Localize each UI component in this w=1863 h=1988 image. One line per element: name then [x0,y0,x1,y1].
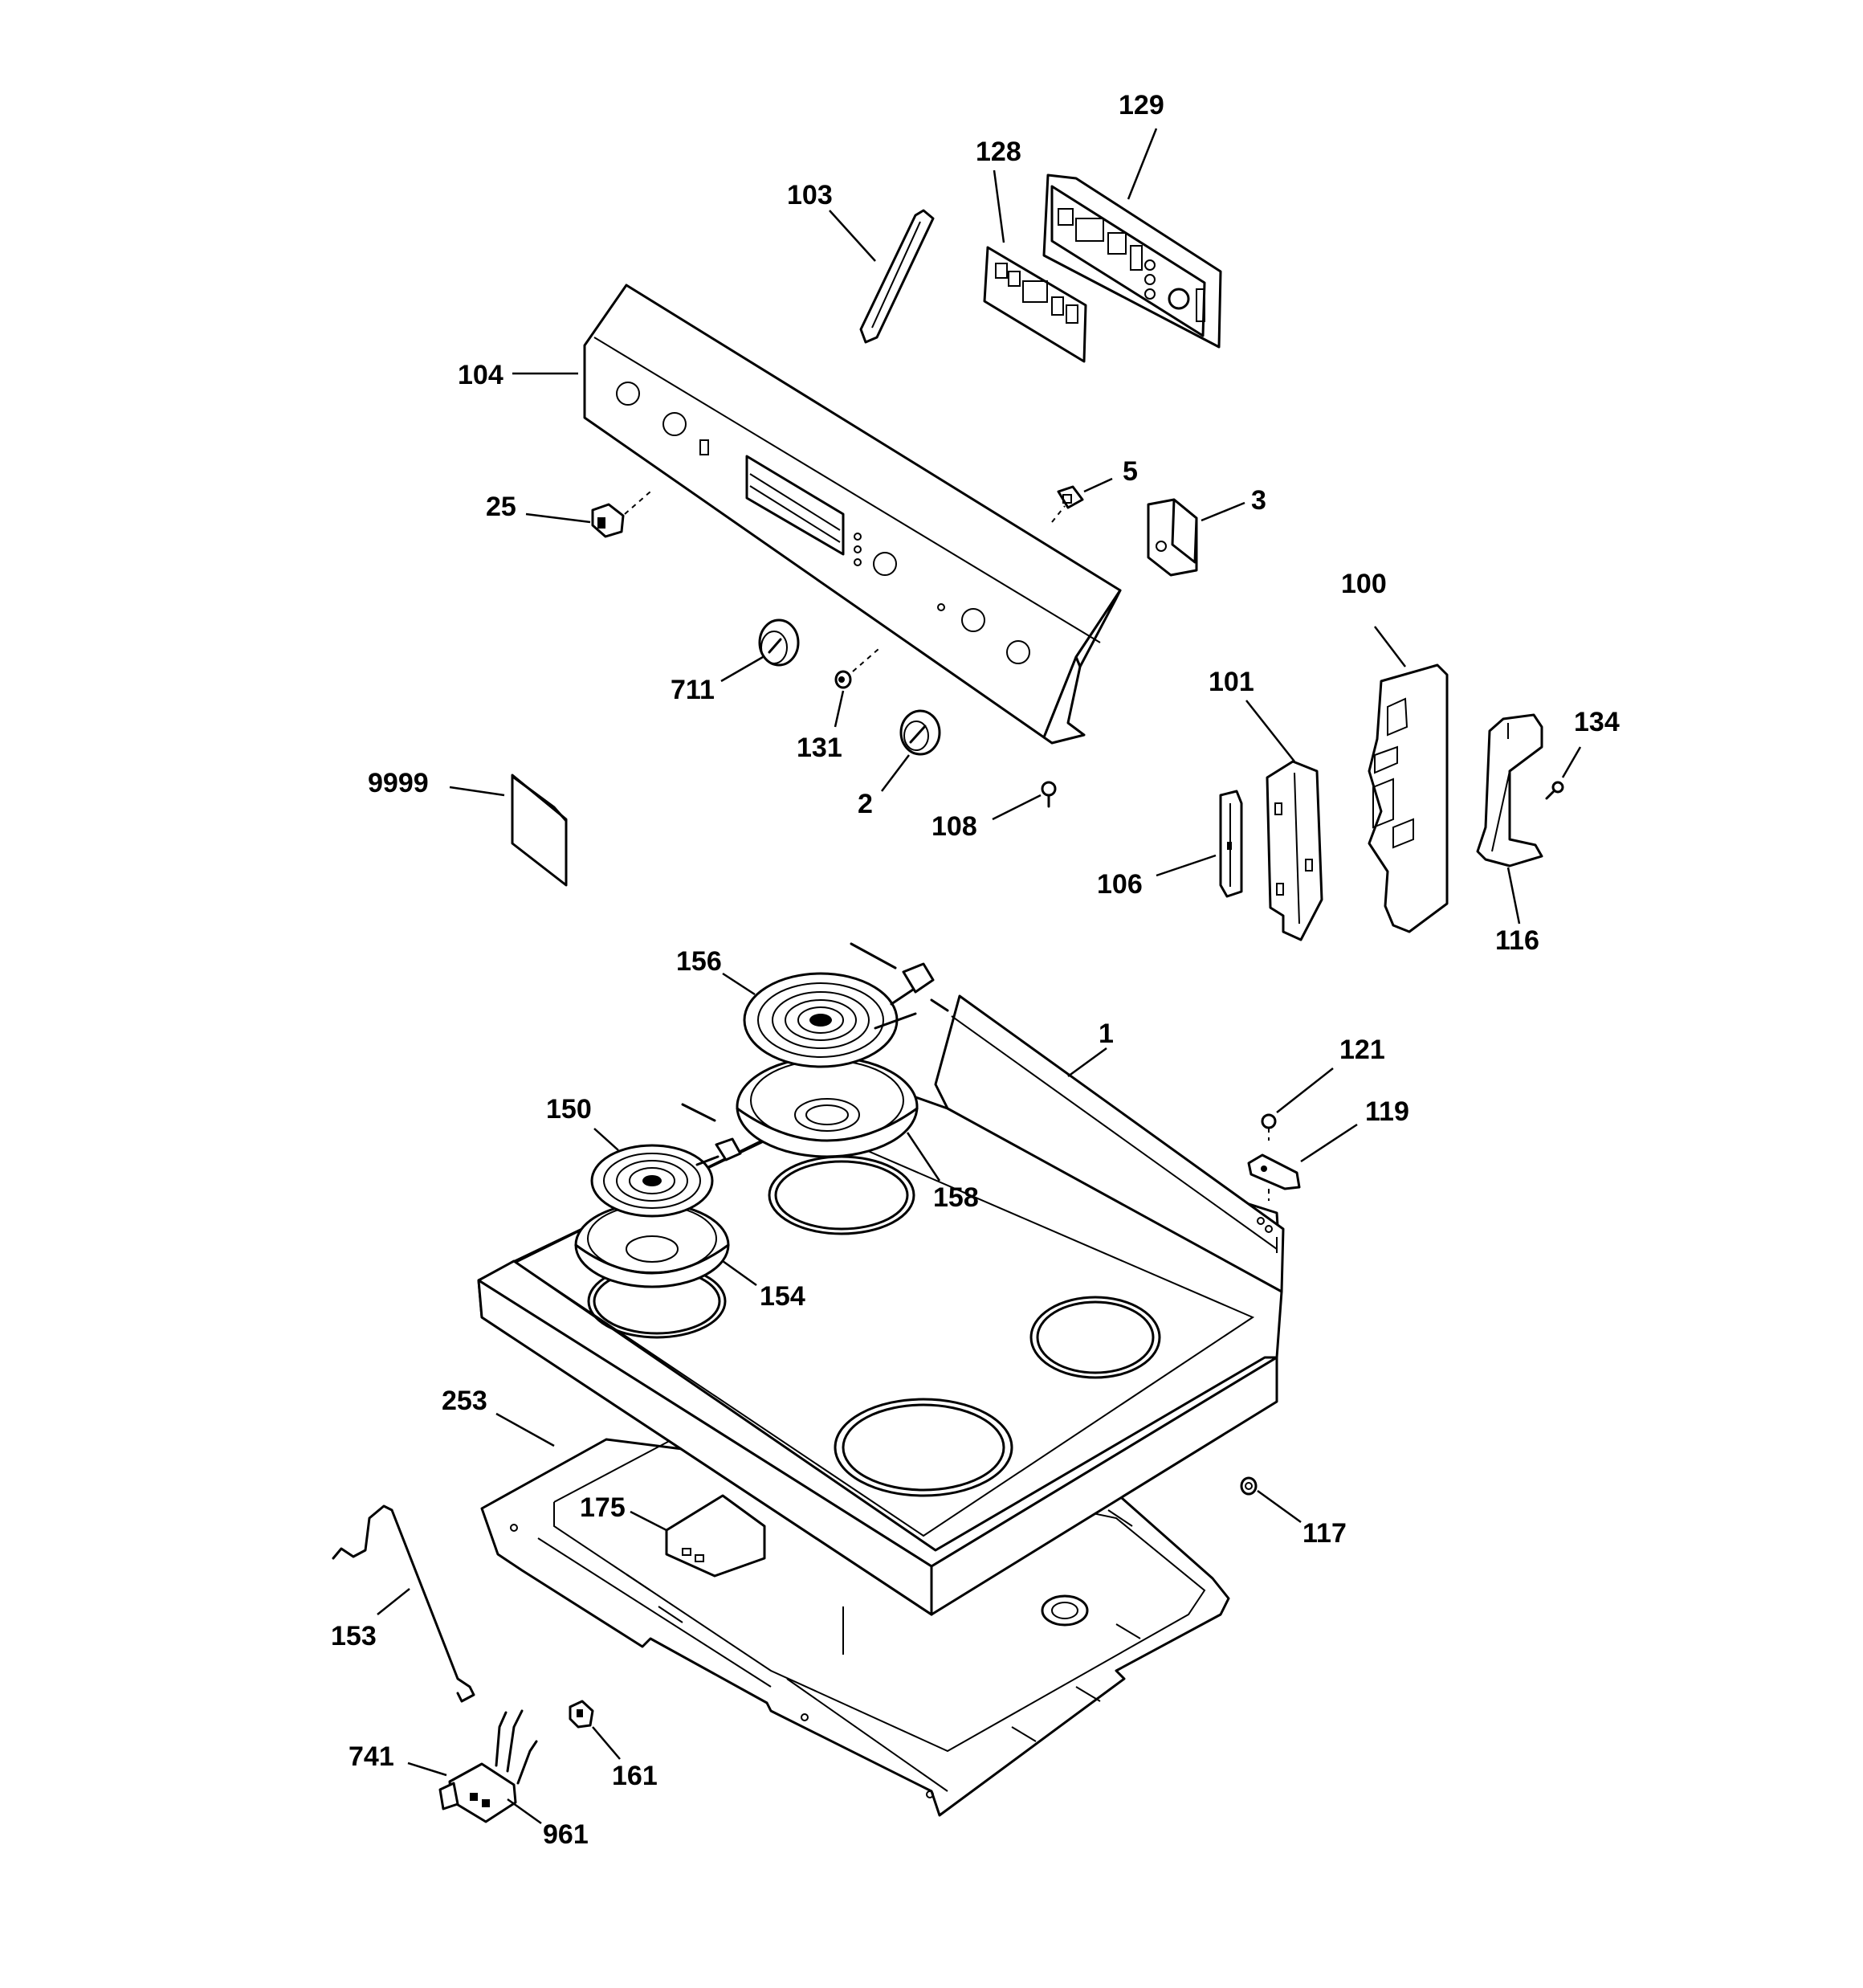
part-2-knob [899,709,941,756]
part-119-bracket [1247,1153,1301,1190]
part-961-terminal-block [438,1709,538,1823]
label-961: 961 [543,1819,589,1850]
label-128: 128 [976,137,1021,167]
label-3: 3 [1251,485,1266,516]
label-1: 1 [1099,1018,1114,1049]
label-116: 116 [1495,925,1539,956]
part-3-switch [1147,498,1198,577]
label-101: 101 [1209,667,1254,697]
label-253: 253 [442,1386,487,1416]
part-121-screw [1261,1113,1277,1141]
part-103-bracket [859,209,935,344]
part-5-switch [1057,485,1084,509]
part-116-end-cap [1476,713,1543,867]
label-711: 711 [671,675,715,705]
part-134-screw [1545,781,1564,800]
part-117-nut [1240,1476,1258,1496]
part-100-side-trim [1368,663,1449,933]
label-2: 2 [858,789,873,819]
part-175-cover [665,1494,766,1578]
label-741: 741 [349,1741,394,1772]
label-134: 134 [1574,707,1620,737]
label-5: 5 [1123,456,1138,487]
label-119: 119 [1365,1096,1409,1127]
label-153: 153 [331,1621,377,1651]
label-175: 175 [580,1492,626,1523]
part-150-surface-unit [590,1103,742,1218]
label-154: 154 [760,1281,805,1312]
part-106-bracket [1219,790,1243,898]
part-129-control-board [1042,173,1222,349]
part-101-bracket [1266,760,1323,941]
part-104-backsplash [583,284,1122,745]
part-156-surface-unit [743,942,949,1068]
part-158-drip-bowl [736,1055,919,1158]
label-161: 161 [612,1761,658,1791]
label-150: 150 [546,1094,592,1125]
part-153-rod [332,1504,475,1703]
part-711-knob [758,618,800,667]
part-131-indicator [834,670,852,689]
label-106: 106 [1097,869,1143,900]
label-156: 156 [676,946,722,977]
label-158: 158 [933,1182,979,1213]
label-131: 131 [797,733,842,763]
part-161-clip [569,1700,594,1729]
label-103: 103 [787,180,833,210]
label-25: 25 [486,492,516,522]
part-128-overlay [983,246,1087,363]
label-9999: 9999 [368,768,429,798]
label-100: 100 [1341,569,1387,599]
part-25-switch [591,503,625,538]
label-104: 104 [458,360,503,390]
part-9999-literature [511,774,568,887]
part-108-screw [1041,781,1057,808]
label-117: 117 [1302,1518,1347,1549]
label-129: 129 [1119,90,1164,120]
label-108: 108 [932,811,977,842]
label-121: 121 [1339,1035,1385,1065]
